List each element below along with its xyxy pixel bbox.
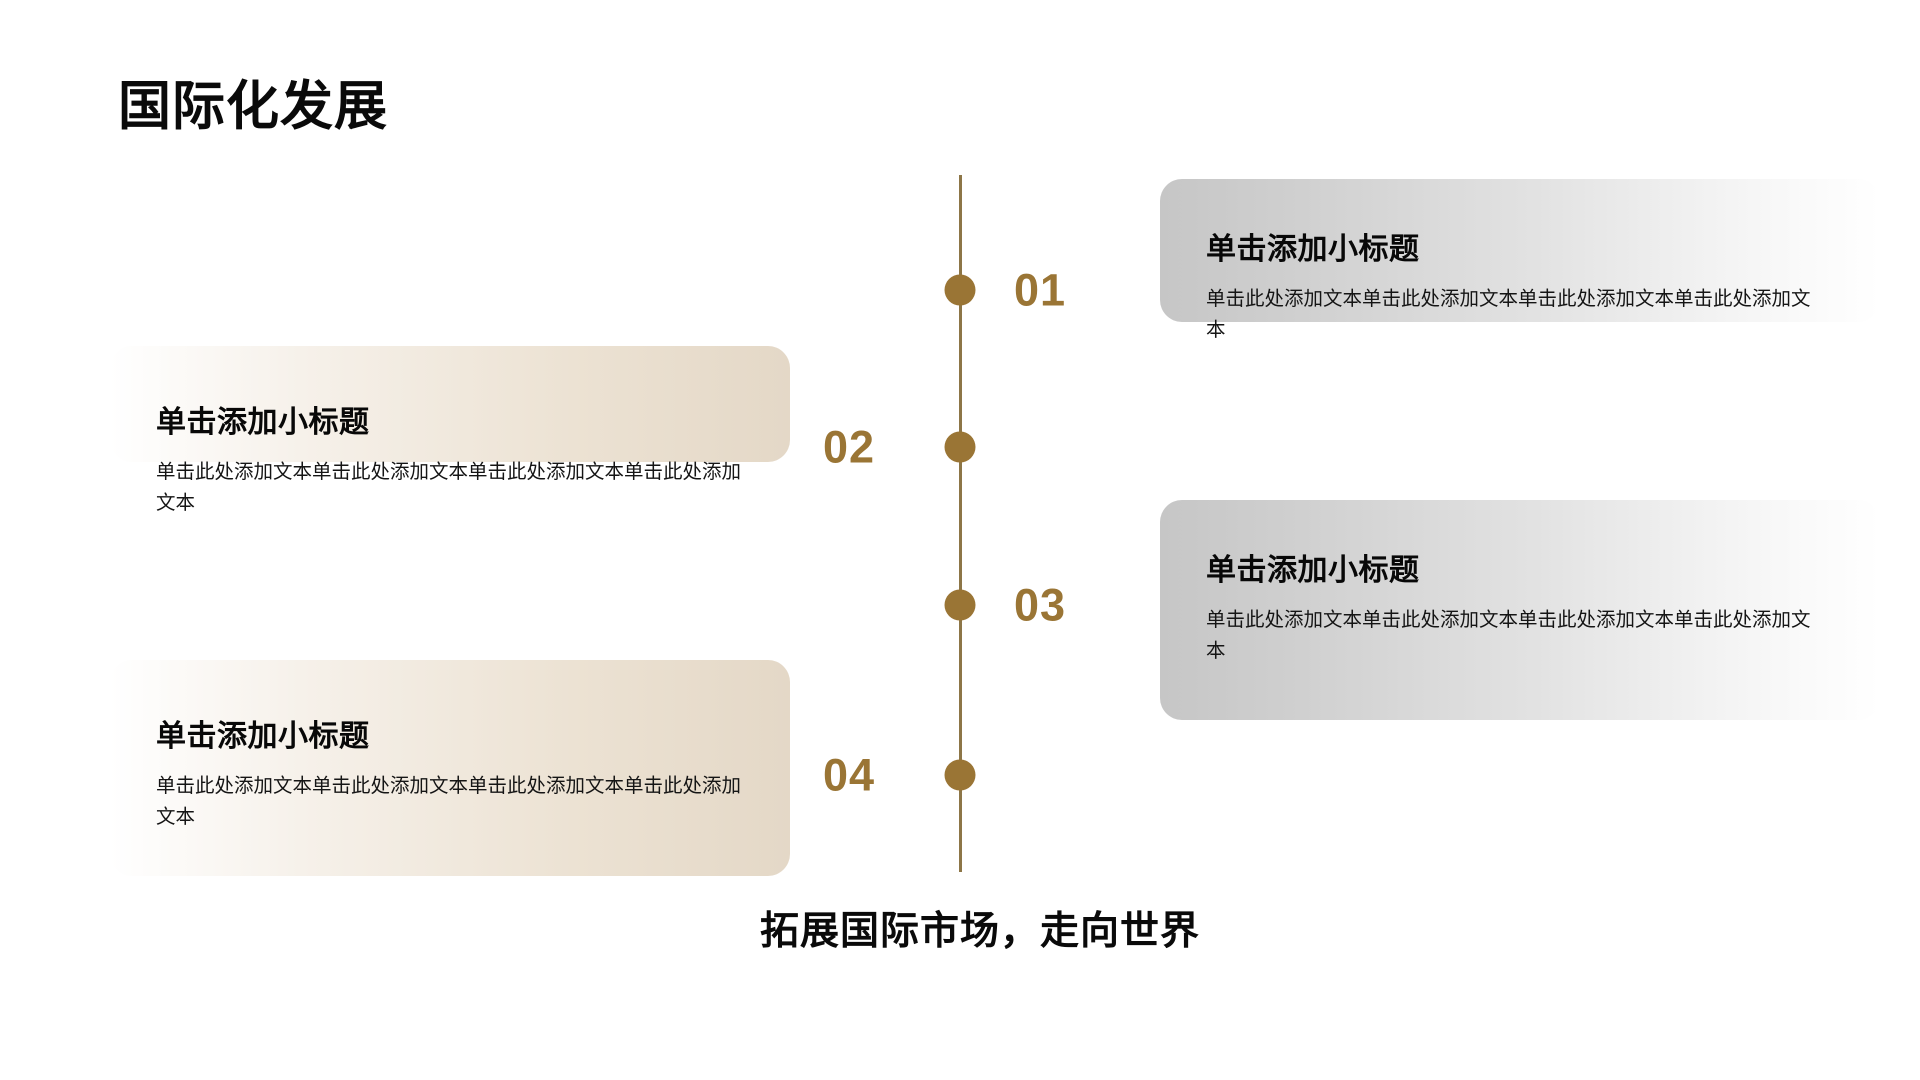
timeline-number-03: 03 <box>1014 579 1067 631</box>
content-card-02[interactable]: 单击添加小标题 单击此处添加文本单击此处添加文本单击此处添加文本单击此处添加文本 <box>110 346 790 514</box>
timeline-number-04: 04 <box>822 749 875 801</box>
content-card-04[interactable]: 单击添加小标题 单击此处添加文本单击此处添加文本单击此处添加文本单击此处添加文本 <box>110 660 790 876</box>
card-04-title: 单击添加小标题 <box>156 720 370 753</box>
timeline-dot-04[interactable] <box>944 759 976 791</box>
content-card-01[interactable]: 单击添加小标题 单击此处添加文本单击此处添加文本单击此处添加文本单击此处添加文本 <box>1160 179 1880 341</box>
page-title: 国际化发展 <box>118 77 388 136</box>
card-03-title: 单击添加小标题 <box>1206 554 1420 587</box>
footer-statement: 拓展国际市场，走向世界 <box>759 910 1200 953</box>
timeline-dot-03[interactable] <box>944 589 976 621</box>
card-01-title: 单击添加小标题 <box>1206 233 1420 266</box>
content-card-03[interactable]: 单击添加小标题 单击此处添加文本单击此处添加文本单击此处添加文本单击此处添加文本 <box>1160 500 1880 720</box>
card-02-title: 单击添加小标题 <box>156 406 370 439</box>
timeline-number-02: 02 <box>822 421 875 473</box>
timeline-dot-01[interactable] <box>944 274 976 306</box>
card-04-body: 单击此处添加文本单击此处添加文本单击此处添加文本单击此处添加文本 <box>156 773 742 829</box>
timeline-dot-02[interactable] <box>944 431 976 463</box>
timeline-axis <box>959 175 962 872</box>
timeline-number-01: 01 <box>1014 264 1067 316</box>
card-02-body: 单击此处添加文本单击此处添加文本单击此处添加文本单击此处添加文本 <box>156 459 742 515</box>
card-03-body: 单击此处添加文本单击此处添加文本单击此处添加文本单击此处添加文本 <box>1206 607 1811 663</box>
card-01-body: 单击此处添加文本单击此处添加文本单击此处添加文本单击此处添加文本 <box>1206 286 1811 342</box>
